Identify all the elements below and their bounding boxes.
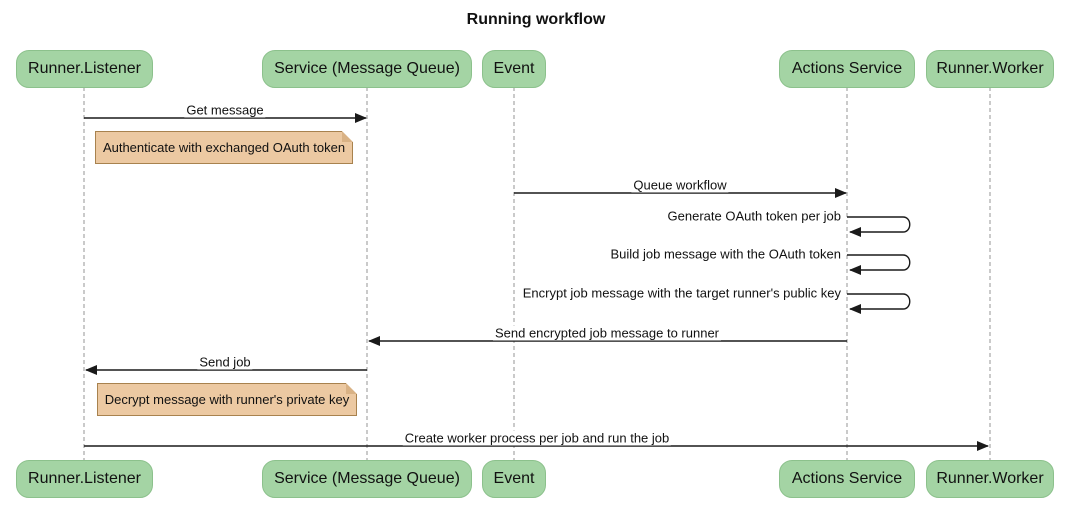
message-label-get-message: Get message: [184, 102, 266, 118]
participant-bottom-event: Event: [482, 460, 546, 498]
diagram-title: Running workflow: [466, 11, 606, 28]
participant-top-runner-worker: Runner.Worker: [926, 50, 1054, 88]
note-decrypt-message: Decrypt message with runner's private ke…: [97, 383, 357, 416]
participant-label: Service (Message Queue): [274, 60, 460, 77]
arrow-encrypt-job-message-self-loop: [847, 293, 911, 314]
message-label-encrypt-job-message: Encrypt job message with the target runn…: [520, 285, 843, 301]
participant-label: Runner.Listener: [28, 60, 141, 77]
message-arrows: [84, 113, 989, 451]
participant-label: Event: [493, 470, 535, 487]
participant-label: Runner.Worker: [936, 470, 1044, 487]
arrow-build-job-message-self-loop: [847, 254, 911, 275]
note-authenticate-oauth: Authenticate with exchanged OAuth token: [95, 131, 353, 164]
participant-bottom-actions-service: Actions Service: [779, 460, 915, 498]
participant-label: Service (Message Queue): [274, 470, 460, 487]
participant-top-actions-service: Actions Service: [779, 50, 915, 88]
participant-bottom-service-message-queue: Service (Message Queue): [262, 460, 472, 498]
participant-label: Actions Service: [791, 470, 903, 487]
participant-bottom-runner-worker: Runner.Worker: [926, 460, 1054, 498]
message-label-send-encrypted-message: Send encrypted job message to runner: [492, 325, 722, 341]
message-label-create-worker-process: Create worker process per job and run th…: [402, 430, 672, 446]
lifelines: [83, 87, 991, 460]
message-label-send-job: Send job: [197, 354, 253, 370]
arrow-generate-oauth-self-loop: [847, 216, 911, 237]
note-text: Decrypt message with runner's private ke…: [104, 392, 350, 407]
participant-label: Event: [493, 60, 535, 77]
participant-label: Runner.Listener: [28, 470, 141, 487]
participant-bottom-runner-listener: Runner.Listener: [16, 460, 153, 498]
note-text: Authenticate with exchanged OAuth token: [102, 140, 346, 155]
participant-label: Actions Service: [791, 60, 903, 77]
participant-label: Runner.Worker: [936, 60, 1044, 77]
message-label-queue-workflow: Queue workflow: [631, 177, 729, 193]
participant-top-runner-listener: Runner.Listener: [16, 50, 153, 88]
message-label-generate-oauth-token: Generate OAuth token per job: [665, 208, 843, 224]
participant-top-event: Event: [482, 50, 546, 88]
message-label-build-job-message: Build job message with the OAuth token: [608, 246, 843, 262]
participant-top-service-message-queue: Service (Message Queue): [262, 50, 472, 88]
